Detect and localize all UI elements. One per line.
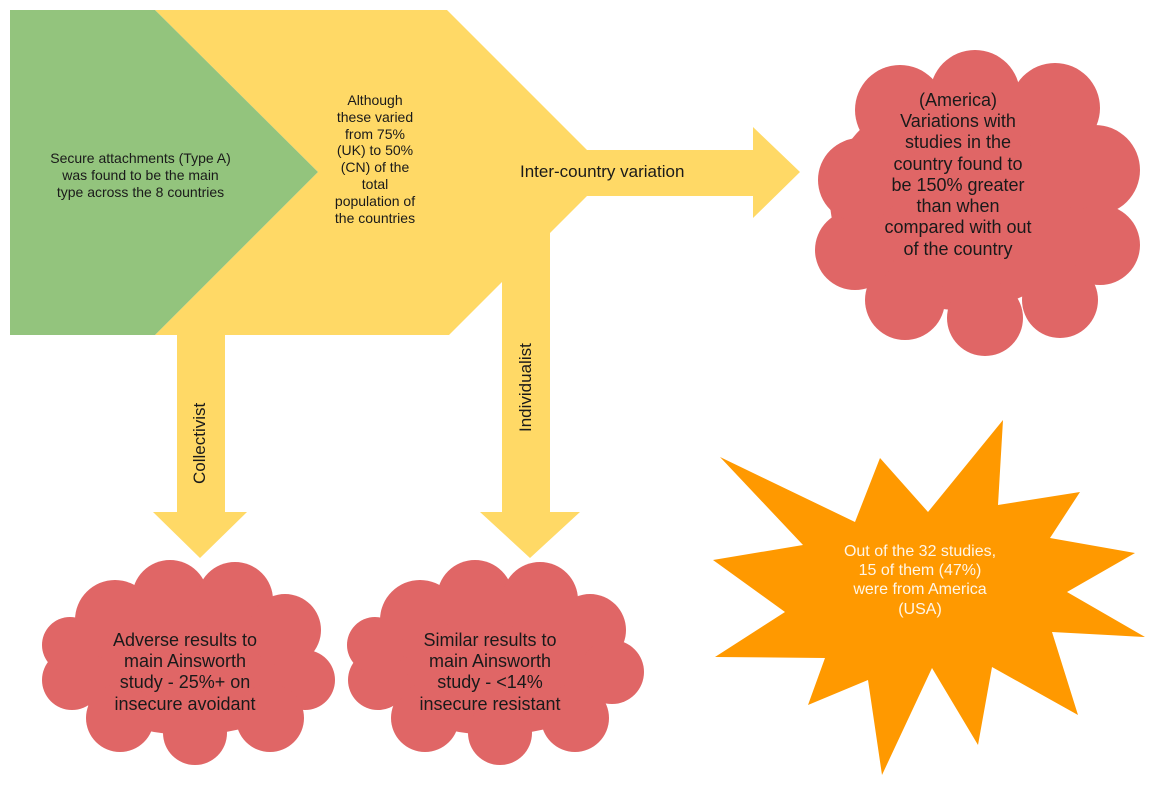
text-line: from 75% <box>345 125 405 142</box>
individualist-arrow-label: Individualist <box>516 343 535 432</box>
text-line: (USA) <box>898 600 942 618</box>
secure-attachment-text: Secure attachments (Type A) was found to… <box>18 150 263 200</box>
text-line: the countries <box>334 209 416 226</box>
america-cloud-text: (America) Variations with studies in the… <box>833 90 1083 260</box>
variation-text: Although these varied from 75% (UK) to 5… <box>300 92 450 226</box>
adverse-cloud-shape <box>42 560 335 765</box>
text-line: Although <box>347 92 403 108</box>
text-line: Secure attachments (Type A) <box>50 150 231 166</box>
text-line: main Ainsworth <box>428 651 552 672</box>
variation-chevron-shape <box>155 10 800 558</box>
text-line: were from America <box>853 581 987 599</box>
collectivist-arrow-shape <box>153 335 247 558</box>
studies-starburst-text: Out of the 32 studies, 15 of them (47%) … <box>805 542 1035 619</box>
text-line: study - <14% <box>437 672 543 693</box>
similar-cloud-text: Similar results to main Ainsworth study … <box>365 630 615 715</box>
secure-attachment-shape <box>10 10 318 335</box>
text-line: be 150% greater <box>891 174 1025 195</box>
text-line: Adverse results to <box>112 630 258 650</box>
similar-cloud-shape <box>347 560 644 765</box>
text-line: Similar results to <box>423 630 557 650</box>
text-line: country found to <box>893 153 1023 174</box>
collectivist-arrow-label: Collectivist <box>190 402 209 484</box>
text-line: than when <box>916 196 1000 217</box>
text-line: 15 of them (47%) <box>858 562 982 580</box>
text-line: population of <box>334 192 416 209</box>
inter-country-arrow-label: Inter-country variation <box>520 162 685 181</box>
text-line: total <box>361 175 389 192</box>
text-line: insecure resistant <box>419 693 561 714</box>
text-line: type across the 8 countries <box>56 183 225 200</box>
text-line: insecure avoidant <box>114 693 256 714</box>
text-line: (CN) of the <box>340 159 410 176</box>
text-line: studies in the <box>904 132 1012 153</box>
text-line: compared with out <box>884 217 1032 238</box>
text-line: (UK) to 50% <box>336 142 414 159</box>
text-line: was found to be the main <box>62 166 219 183</box>
text-line: (America) <box>918 90 997 110</box>
adverse-cloud-text: Adverse results to main Ainsworth study … <box>60 630 310 715</box>
text-line: Out of the 32 studies, <box>843 543 997 560</box>
studies-starburst-shape <box>713 420 1145 775</box>
text-line: these varied <box>336 108 414 125</box>
text-line: study - 25%+ on <box>119 672 251 693</box>
america-cloud-shape <box>815 50 1140 356</box>
text-line: main Ainsworth <box>123 651 247 672</box>
text-line: of the country <box>903 238 1013 259</box>
text-line: Variations with <box>900 111 1016 132</box>
